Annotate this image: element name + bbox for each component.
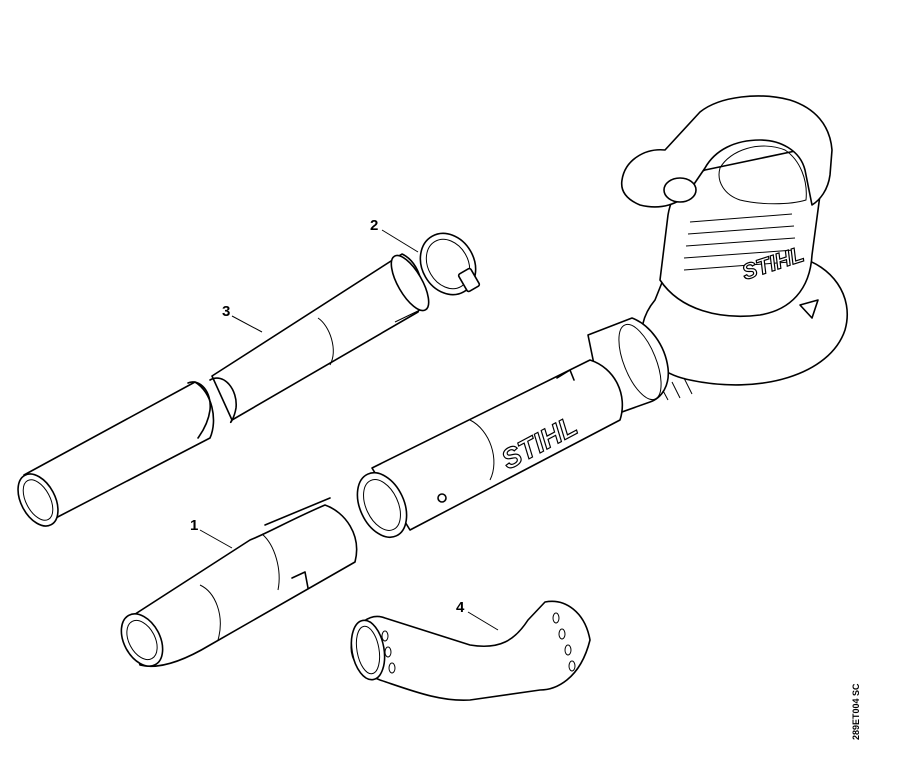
part-2-hose-clamp (419, 232, 481, 296)
callout-2: 2 (370, 217, 419, 253)
reference-code: 289ET004 SC (851, 683, 861, 740)
part-4-curved-nozzle (350, 600, 591, 701)
callout-label-3: 3 (222, 303, 230, 320)
callout-leader-2 (381, 229, 419, 253)
callout-label-4: 4 (456, 599, 465, 616)
callout-leader-4 (467, 611, 499, 631)
callout-label-2: 2 (370, 217, 378, 234)
blower-tube-attached: STIHL (356, 317, 670, 538)
callout-leader-3 (231, 315, 263, 333)
callout-leader-1 (199, 529, 233, 549)
callout-4: 4 (456, 599, 499, 631)
part-3-blower-tube (17, 253, 430, 527)
callout-1: 1 (190, 517, 233, 549)
blower-housing: STIHL (620, 95, 848, 401)
part-1-round-nozzle (120, 497, 358, 668)
callout-3: 3 (222, 303, 263, 333)
callout-label-1: 1 (190, 517, 198, 534)
